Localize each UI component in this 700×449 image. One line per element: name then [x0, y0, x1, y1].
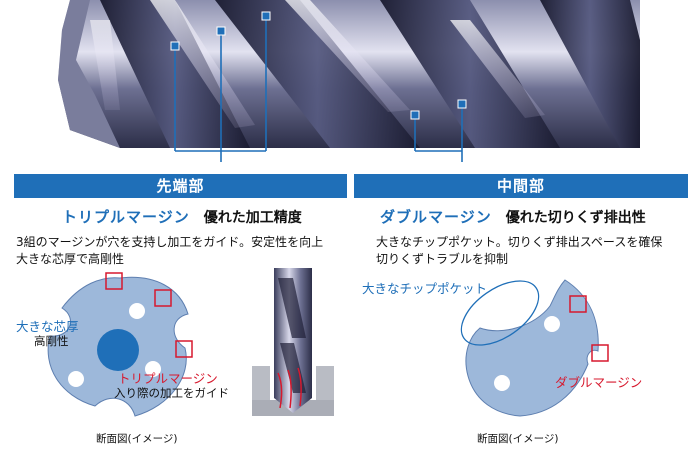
callout-markers: [170, 11, 467, 120]
tip-desc-line-1: 3組のマージンが穴を支持し加工をガイド。安定性を向上: [16, 235, 324, 249]
middle-caption: 断面図(イメージ): [477, 433, 559, 445]
tip-benefit: 優れた加工精度: [203, 210, 302, 226]
guide-label: 入り際の加工をガイド: [114, 386, 229, 400]
flute-3: [380, 0, 560, 148]
chip-pocket-label: 大きなチップポケット: [362, 281, 488, 296]
tip-feature-title: トリプルマージン: [62, 208, 190, 226]
highlight-1: [150, 0, 255, 128]
coolant-hole-2: [145, 361, 161, 377]
guide-lines: [277, 367, 302, 409]
drill-image: [58, 0, 640, 162]
tip-callout-lines: [174, 16, 463, 162]
tip-heading: トリプルマージン優れた加工精度: [62, 206, 302, 227]
middle-section-bar: 中間部: [354, 174, 688, 198]
coolant-hole-3: [68, 371, 84, 387]
middle-heading: ダブルマージン優れた切りくず排出性: [380, 206, 646, 227]
tip-desc-line-2: 大きな芯厚で高剛性: [16, 252, 125, 266]
drill-in-hole-image: [252, 268, 334, 416]
tip-margin-markers: [105, 272, 193, 358]
middle-desc-line-2: 切りくずトラブルを抑制: [376, 252, 509, 266]
double-margin-markers: [569, 295, 609, 362]
core-circle: [97, 329, 139, 371]
highlight-3: [450, 20, 545, 118]
middle-section-shape: [465, 279, 599, 417]
tip-caption: 断面図(イメージ): [96, 433, 178, 445]
middle-cross-section: [460, 279, 609, 417]
middle-benefit: 優れた切りくず排出性: [505, 210, 646, 226]
middle-desc-line-1: 大きなチップポケット。切りくず排出スペースを確保: [376, 235, 663, 249]
tip-cross-section: [47, 272, 193, 417]
drill-tip: [58, 0, 120, 148]
core-thickness-label: 大きな芯厚: [16, 319, 79, 334]
rigidity-label: 高剛性: [34, 334, 69, 348]
chip-pocket-ellipse: [460, 280, 540, 346]
coolant-hole-1: [129, 303, 145, 319]
double-margin-label: ダブルマージン: [555, 375, 643, 390]
highlight-4: [90, 20, 120, 110]
mid-coolant-hole-2: [494, 375, 510, 391]
flute-4: [540, 0, 640, 148]
middle-description: 大きなチップポケット。切りくず排出スペースを確保 切りくずトラブルを抑制: [376, 234, 662, 268]
highlight-2: [285, 0, 410, 112]
small-drill-body: [274, 268, 312, 413]
middle-feature-title: ダブルマージン: [380, 208, 492, 226]
tip-section-bar: 先端部: [14, 174, 347, 198]
triple-margin-label: トリプルマージン: [118, 371, 218, 386]
tip-description: 3組のマージンが穴を支持し加工をガイド。安定性を向上 大きな芯厚で高剛性: [16, 234, 323, 268]
mid-coolant-hole-1: [544, 316, 560, 332]
